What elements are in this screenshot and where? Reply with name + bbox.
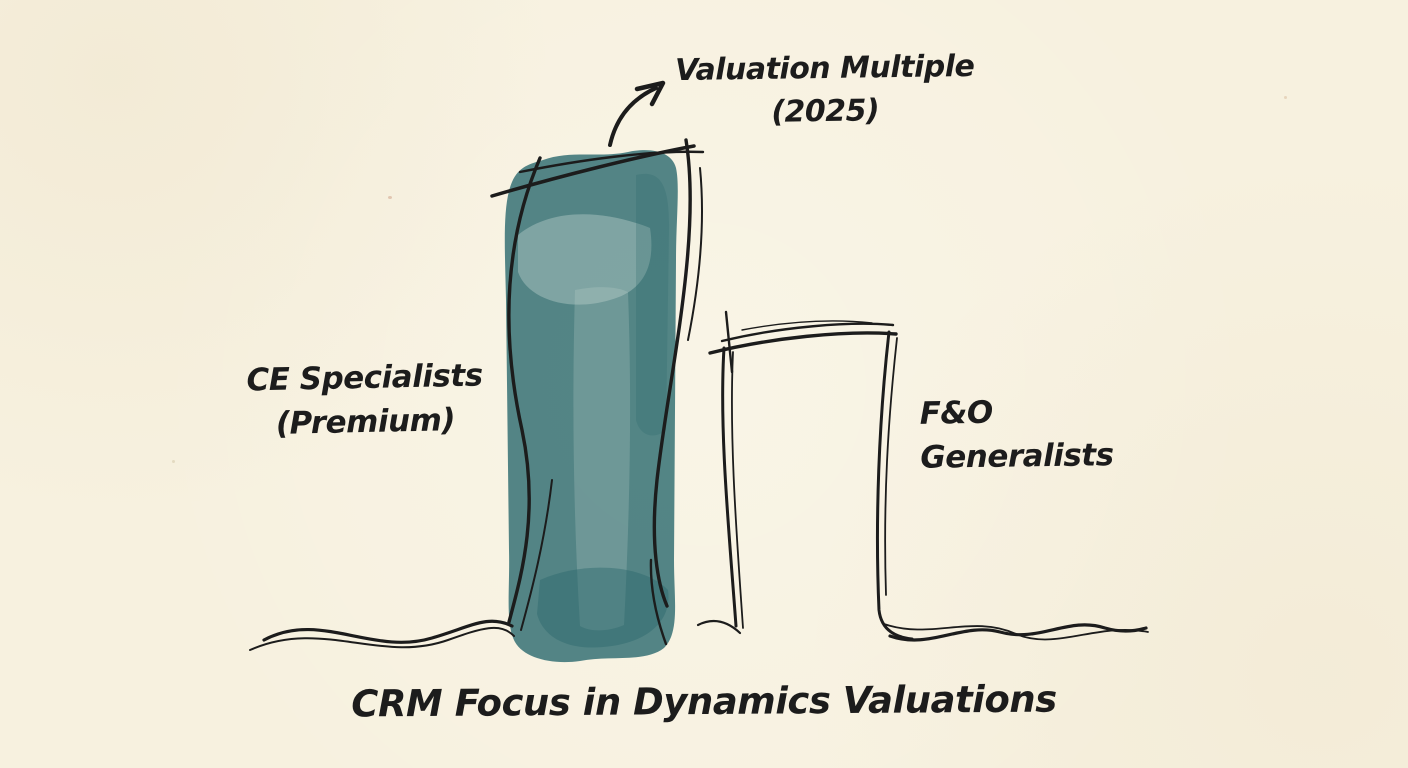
baseline-left-stroke	[262, 619, 514, 644]
bar1-left-stroke-2	[520, 479, 553, 631]
annotation-line1: Valuation Multiple	[674, 48, 975, 89]
baseline-right-stroke	[888, 623, 1148, 642]
bar1-right-stroke-3	[649, 558, 668, 646]
bar2-top-stroke-3	[741, 320, 873, 331]
chart-title: CRM Focus in Dynamics Valuations	[351, 677, 1057, 726]
bar2-right-stroke	[875, 330, 914, 641]
label-fo-generalists: F&O Generalists	[919, 388, 1180, 480]
annotation-valuation-multiple: Valuation Multiple (2025)	[619, 45, 1030, 136]
bar-ce-specialists-outline	[490, 138, 705, 646]
baseline-right-stroke-2	[883, 623, 1149, 641]
watercolor-light-band	[518, 214, 652, 305]
baseline-left-stroke-2	[249, 626, 515, 651]
watercolor-base-wash	[504, 150, 678, 663]
bar2-top-stroke	[708, 331, 898, 355]
bar1-right-stroke-2	[687, 167, 704, 341]
bar2-left-stroke-2	[731, 351, 744, 629]
baseline-squiggle	[249, 619, 1149, 651]
watercolor-dark-bottom	[537, 567, 669, 648]
bar2-left-foot	[696, 619, 742, 635]
bar1-label-line1: CE Specialists	[246, 357, 483, 399]
bar2-top-stroke-2	[720, 322, 895, 343]
bar-fo-generalists-outline	[696, 310, 914, 641]
annotation-line2: (2025)	[771, 92, 880, 130]
bar2-label-line1: F&O	[919, 394, 994, 432]
bar2-label-line2: Generalists	[920, 437, 1114, 476]
bar1-left-stroke	[507, 156, 542, 624]
bar2-left-stroke	[721, 346, 738, 628]
label-ce-specialists: CE Specialists (Premium)	[199, 353, 531, 448]
arrow-head	[634, 80, 666, 107]
watercolor-dark-right-strip	[636, 173, 670, 436]
bar1-right-stroke	[652, 138, 692, 608]
bar1-top-stroke	[490, 144, 696, 198]
bar2-left-tick	[724, 310, 734, 374]
watercolor-light-streak	[573, 287, 631, 631]
bar1-label-line2: (Premium)	[275, 402, 456, 442]
bar2-right-stroke-2	[884, 337, 898, 596]
ink-linework	[249, 80, 1149, 651]
bar1-top-stroke-2	[518, 150, 705, 174]
arrow-shaft	[608, 86, 658, 147]
bar-ce-specialists-watercolor	[504, 150, 678, 663]
curved-arrow-icon	[608, 80, 666, 147]
